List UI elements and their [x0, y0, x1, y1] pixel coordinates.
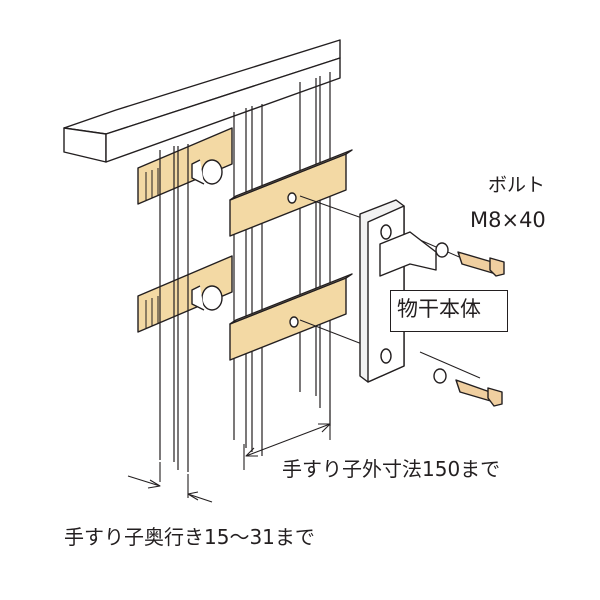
depth-dimension-line	[127, 462, 213, 503]
outer-dimension-line	[243, 410, 331, 470]
balusters	[159, 72, 331, 472]
bolt-label: ボルト	[488, 174, 546, 196]
main-body-label: 物干本体	[397, 297, 481, 321]
bolt-lower	[433, 368, 503, 407]
bolt-upper	[435, 242, 505, 277]
back-wood-blocks	[137, 127, 233, 333]
main-body-bracket	[359, 199, 437, 383]
front-wood-blocks	[229, 149, 353, 361]
outer-dimension-label: 手すり子外寸法150まで	[282, 457, 501, 481]
depth-dimension-label: 手すり子奥行き15〜31まで	[64, 525, 315, 549]
bolt-size-label: M8×40	[470, 208, 546, 232]
handrail-beam	[63, 39, 341, 163]
main-body-label-box	[390, 290, 508, 332]
